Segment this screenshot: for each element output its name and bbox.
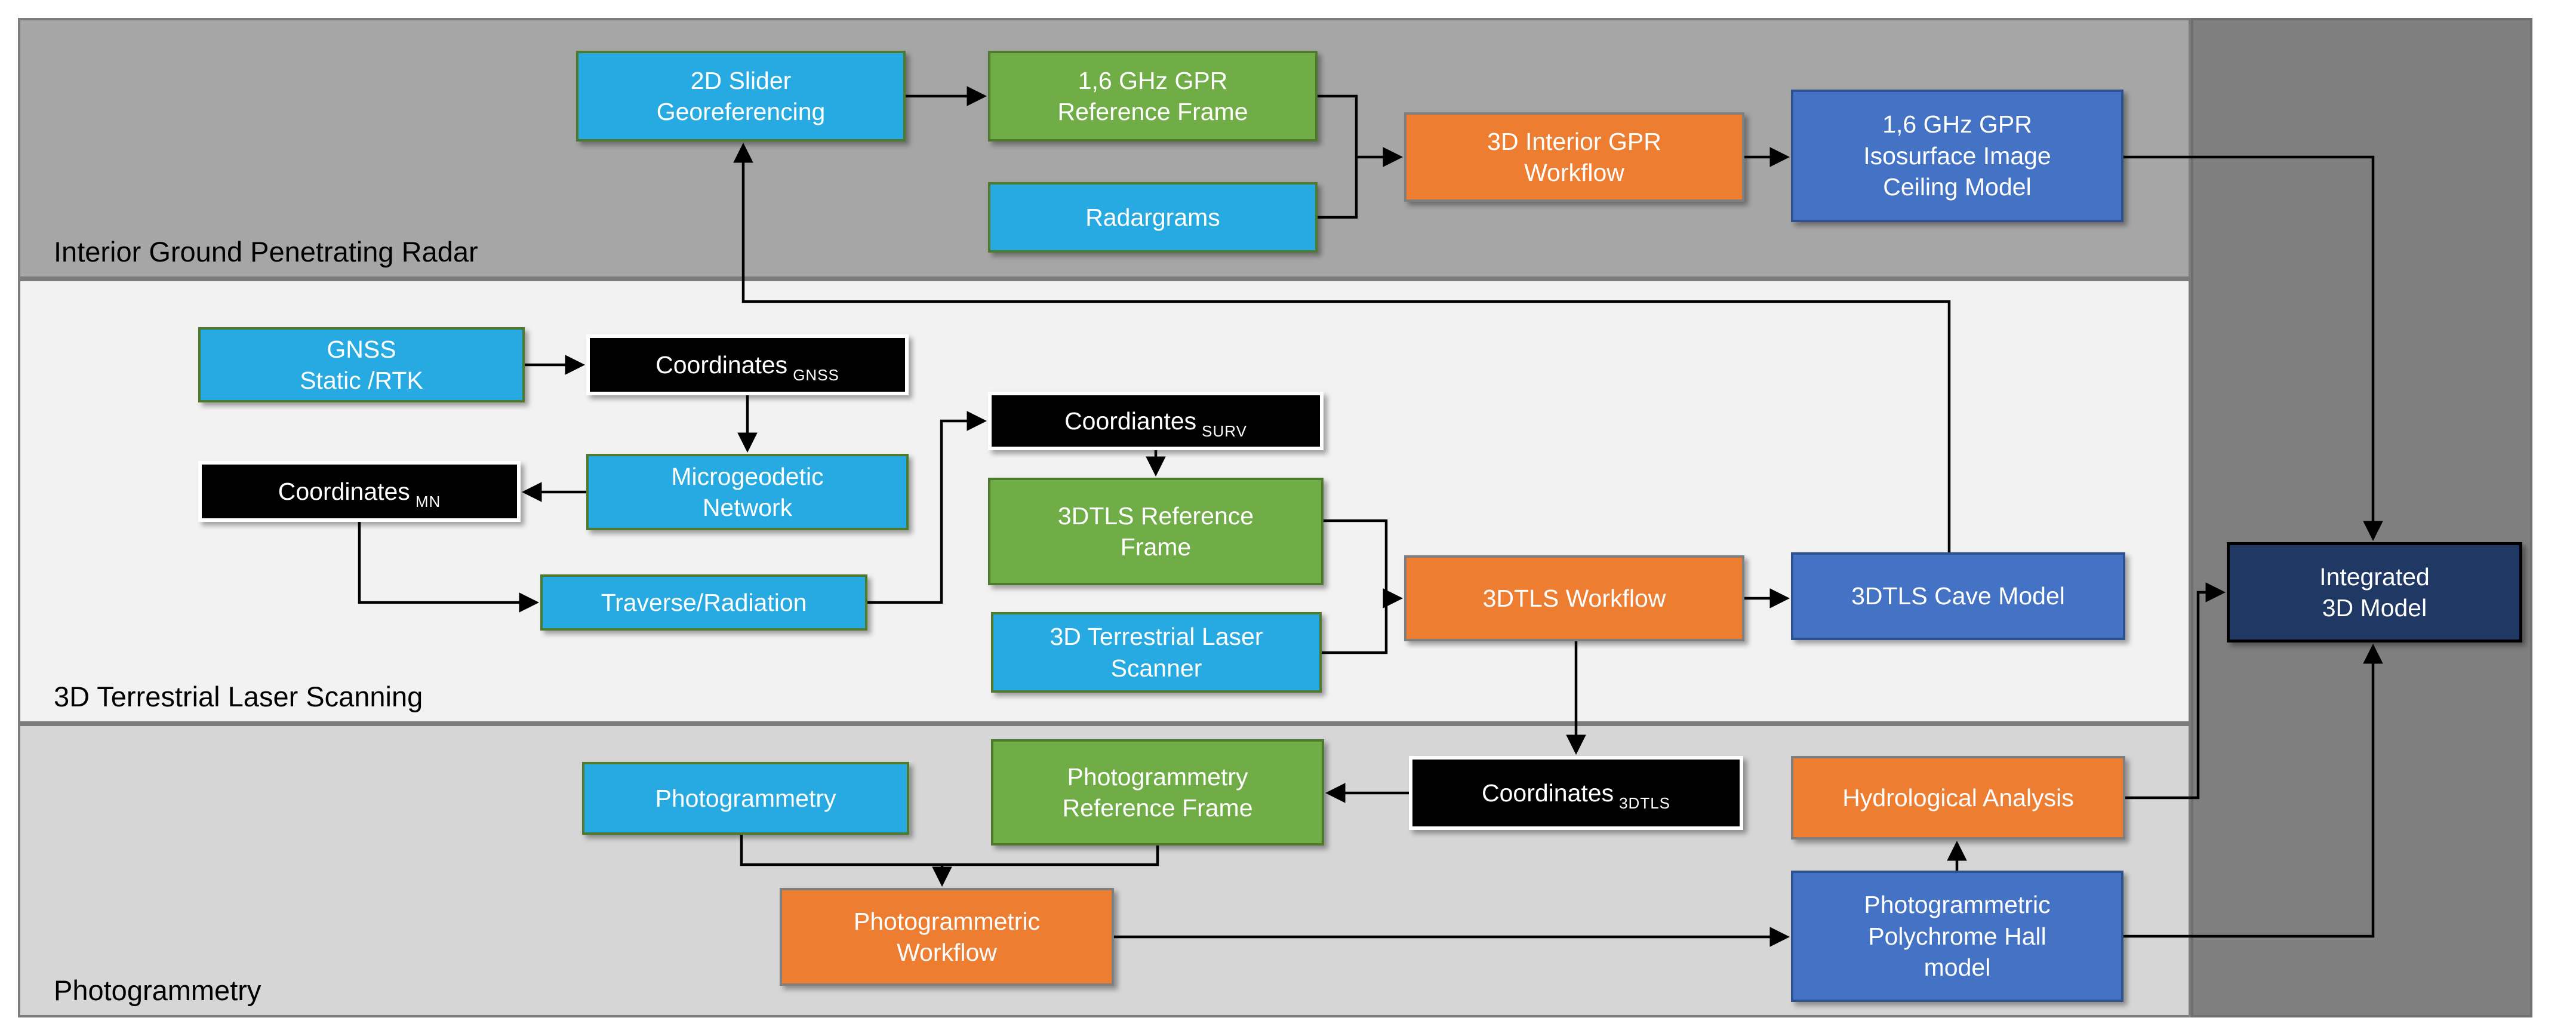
node-label: 3D Interior GPR bbox=[1487, 127, 1661, 155]
edge-3d-terrestrial-laser-scanner-to-tls-merge bbox=[1322, 598, 1388, 654]
node-label: Coordinates bbox=[1482, 779, 1614, 807]
node-label: Photogrammetric bbox=[853, 907, 1041, 935]
node-label: 3DTLS Cave Model bbox=[1851, 582, 2065, 610]
node-label: Photogrammetry bbox=[1067, 763, 1248, 791]
node-3d-interior-gpr-workflow: 3D Interior GPR Workflow bbox=[1404, 112, 1744, 202]
node-label: 1,6 GHz GPR bbox=[1882, 110, 2032, 139]
edge-photogrammetric-polychrome-hall-model-to-integrated-3d-model bbox=[2123, 643, 2383, 938]
node-traverse-radiation: Traverse/Radiation bbox=[540, 574, 867, 631]
section-label-tls: 3D Terrestrial Laser Scanning bbox=[54, 681, 423, 712]
node-label: Polychrome Hall bbox=[1868, 922, 2046, 950]
node-label: Coordinates bbox=[655, 351, 788, 379]
node-label: Coordinates bbox=[278, 477, 410, 505]
node-label: 3DTLS Workflow bbox=[1482, 584, 1666, 612]
node-label-subscript: 3DTLS bbox=[1619, 794, 1670, 812]
node-label: Hydrological Analysis bbox=[1842, 783, 2074, 811]
node-label: Frame bbox=[1120, 533, 1192, 561]
node-label: GNSS bbox=[327, 335, 396, 363]
node-label: Workflow bbox=[897, 939, 997, 966]
edge-3dtls-cave-model-to-2d-slider-georeferencing bbox=[733, 142, 1951, 552]
node-label: 3D Terrestrial Laser bbox=[1050, 623, 1263, 651]
node-label: Reference Frame bbox=[1062, 794, 1253, 822]
node-label-subscript: GNSS bbox=[793, 365, 839, 384]
node-label: 3D Model bbox=[2322, 594, 2427, 622]
section-label-interior-gpr: Interior Ground Penetrating Radar bbox=[54, 236, 478, 268]
node-coordinates-3dtls: Coordinates 3DTLS bbox=[1409, 756, 1743, 830]
node-label: Microgeodetic bbox=[671, 462, 824, 490]
node-label: Reference Frame bbox=[1057, 98, 1248, 125]
edge-coordinates-mn-to-traverse-radiation bbox=[358, 522, 540, 613]
node-label: Photogrammetric bbox=[1864, 891, 2051, 919]
node-label: Workflow bbox=[1524, 159, 1624, 186]
integration-panel bbox=[2191, 18, 2532, 1017]
node-label-subscript: SURV bbox=[1202, 422, 1247, 440]
edge-photogrammetry-reference-frame-to-photo-merge bbox=[942, 846, 1159, 866]
node-label: Radargrams bbox=[1085, 203, 1220, 231]
node-label: model bbox=[1923, 954, 1991, 982]
node-label: Coordiantes bbox=[1064, 407, 1197, 435]
node-label: 1,6 GHz GPR bbox=[1078, 66, 1228, 94]
node-photogrammetry-node: Photogrammetry bbox=[582, 762, 909, 835]
node-3dtls-cave-model: 3DTLS Cave Model bbox=[1791, 552, 2125, 640]
node-gnss-static-rtk: GNSS Static /RTK bbox=[198, 327, 525, 402]
node-label: Integrated bbox=[2319, 562, 2430, 591]
node-label: 2D Slider bbox=[690, 66, 792, 94]
edge-gpr-isosurface-ceiling-model-to-integrated-3d-model bbox=[2123, 155, 2383, 542]
node-gpr-reference-frame: 1,6 GHz GPR Reference Frame bbox=[988, 51, 1318, 142]
edge-hydrological-analysis-to-integrated-3d-model bbox=[2125, 582, 2226, 800]
node-3dtls-workflow: 3DTLS Workflow bbox=[1404, 555, 1744, 641]
edge-3dtls-reference-frame-to-tls-merge bbox=[1324, 519, 1388, 598]
node-hydrological-analysis: Hydrological Analysis bbox=[1791, 756, 2125, 840]
node-label: Static /RTK bbox=[300, 367, 423, 394]
node-label: Network bbox=[702, 494, 793, 521]
node-integrated-3d-model: Integrated 3D Model bbox=[2227, 542, 2522, 642]
node-label: Photogrammetry bbox=[655, 784, 836, 812]
section-label-photogrammetry: Photogrammetry bbox=[54, 974, 261, 1006]
node-label: 3DTLS Reference bbox=[1057, 502, 1254, 530]
node-label: Ceiling Model bbox=[1883, 173, 2032, 201]
edge-radargrams-to-gpr-merge bbox=[1318, 157, 1358, 219]
node-label: Isosurface Image bbox=[1863, 142, 2051, 170]
node-label-subscript: MN bbox=[415, 492, 441, 511]
node-label: Traverse/Radiation bbox=[601, 588, 807, 616]
edge-photogrammetry-node-to-photo-merge bbox=[740, 835, 942, 866]
node-label: Georeferencing bbox=[656, 98, 826, 125]
edge-gpr-reference-frame-to-gpr-merge bbox=[1318, 94, 1358, 157]
node-radargrams: Radargrams bbox=[988, 182, 1318, 253]
edge-traverse-radiation-to-coordiantes-surv bbox=[867, 411, 987, 604]
node-label: Scanner bbox=[1110, 654, 1202, 682]
